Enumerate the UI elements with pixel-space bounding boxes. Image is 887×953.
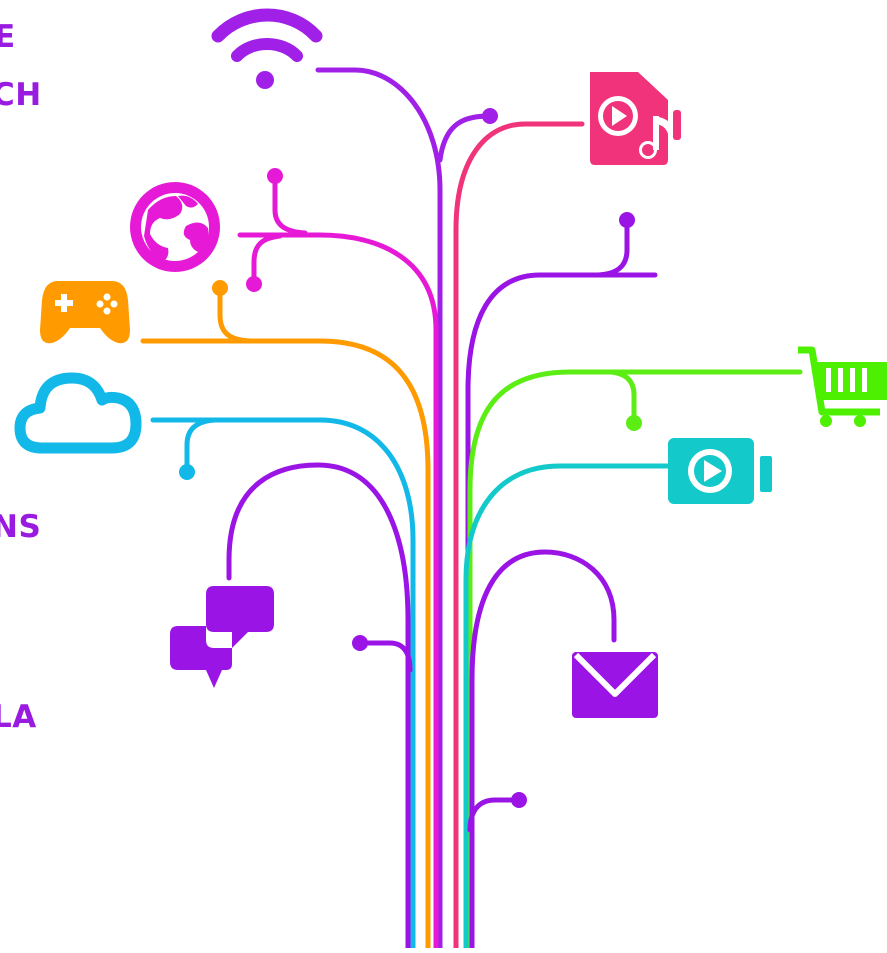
globe-icon [130,182,220,272]
cropped-label-2: CH [0,77,42,113]
branch-end-dot [626,415,642,431]
branch-gamepad-twig [217,287,253,344]
branch-wifi-twig [437,113,493,163]
cropped-label-3: NS [0,509,42,545]
branch-globe-twig-top [272,175,308,236]
chat-bubbles-icon [170,586,274,688]
gamepad-icon [40,281,130,344]
branch-end-dot [267,168,283,184]
branch-top-right-twig [595,219,630,278]
cloud-icon [14,372,142,454]
shopping-cart-icon [798,346,887,427]
branch-top-right [465,272,658,951]
branch-lower-left-twig [357,640,413,673]
branch-globe-twig-bottom [251,233,283,285]
branch-music-file [453,121,585,951]
branch-end-dot [352,635,368,651]
branch-cart [467,369,803,951]
branch-chat [226,462,411,951]
branch-end-dot [246,276,262,292]
branch-globe [237,232,439,951]
branch-lower-right-twig [467,797,522,833]
branch-gamepad [140,338,431,951]
branch-end-dot [482,108,498,124]
branch-video [463,463,671,951]
envelope-icon [572,652,658,718]
video-camera-icon [668,438,772,504]
cropped-label-1: E [0,19,16,55]
branch-cloud [150,417,416,951]
branch-end-dot [511,792,527,808]
branch-end-dot [179,464,195,480]
branch-cloud-twig [184,417,218,473]
branch-envelope [469,549,617,951]
branch-cart-twig [607,369,637,423]
branch-wifi [315,67,443,951]
cropped-label-4: LA [0,699,37,735]
wifi-icon [211,8,323,89]
branch-end-dot [619,212,635,228]
branch-end-dot [212,280,228,296]
music-video-file-icon [590,72,681,165]
